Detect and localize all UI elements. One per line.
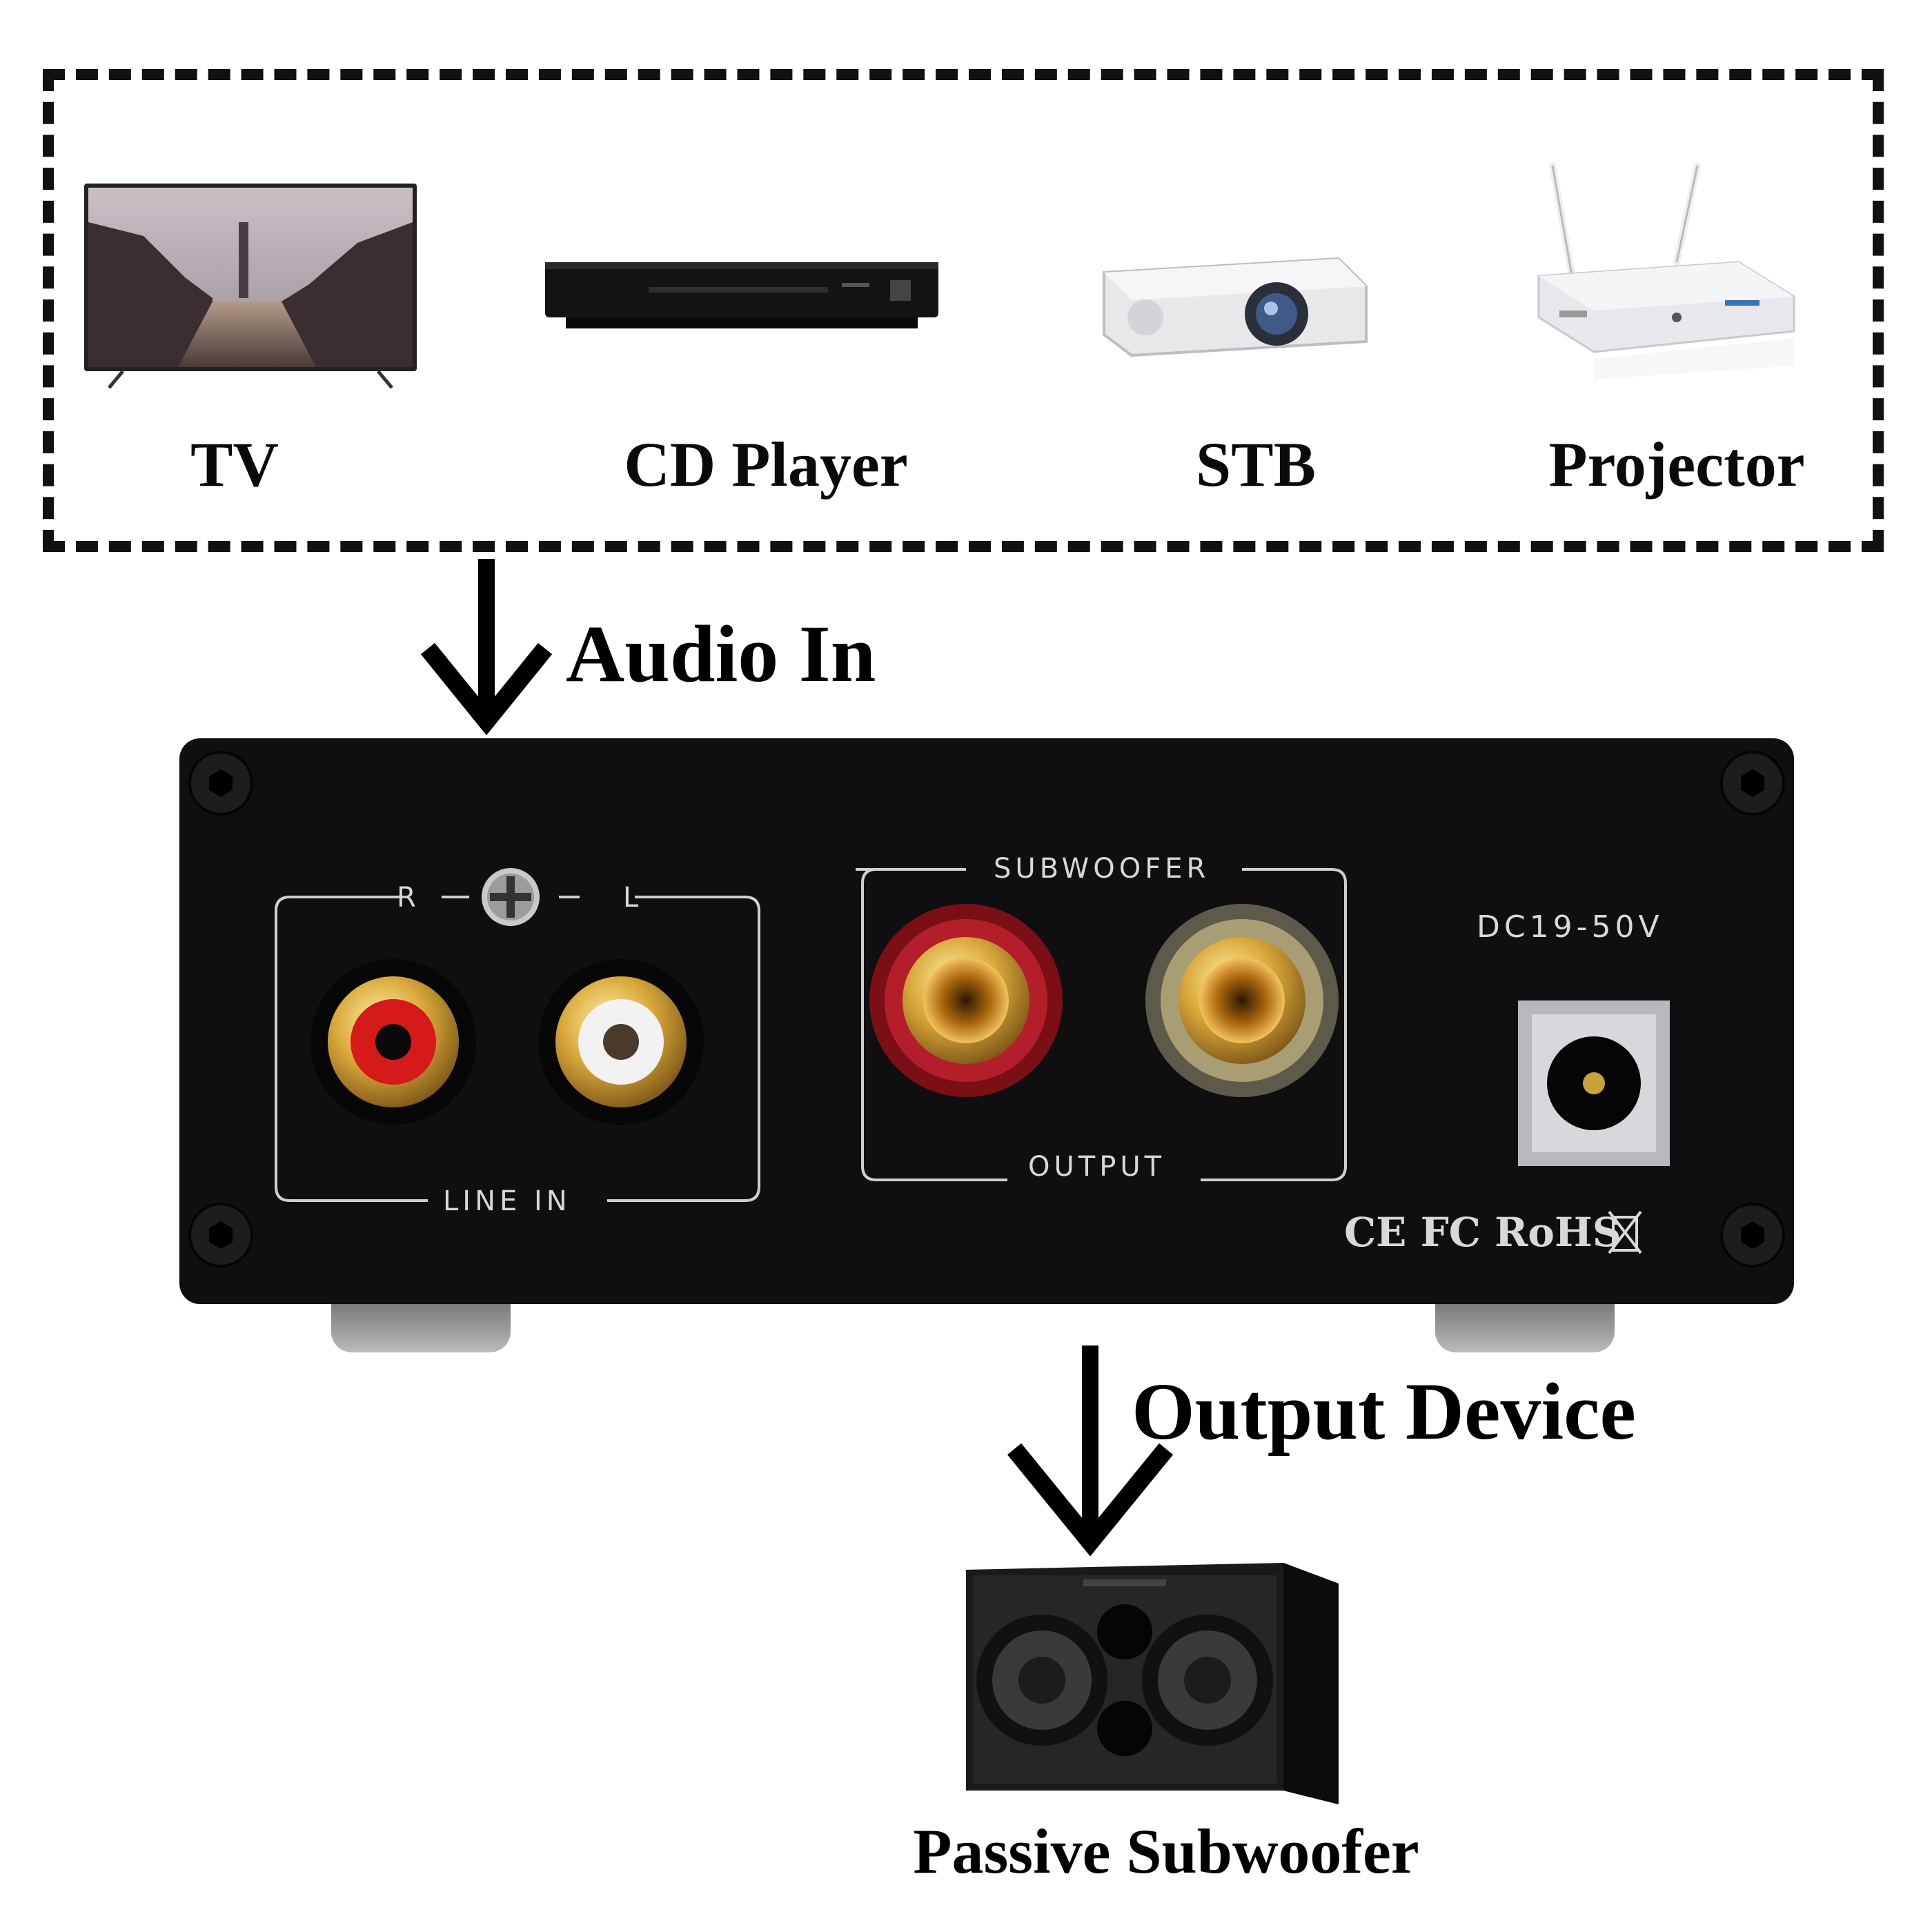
stb-label: STB [1196,429,1316,500]
certification-marks: CE FC RoHS [1344,1209,1621,1256]
tv-icon [84,184,417,389]
subwoofer-panel-label: SUBWOOFER [994,853,1210,885]
weee-bin-icon [1608,1210,1642,1254]
amplifier-rear-panel [179,738,1794,1352]
cd-player-label: CD Player [624,429,908,500]
left-channel-label: L [623,882,643,914]
output-arrow [1007,1346,1174,1557]
cd-player-icon [545,262,938,328]
tv-label: TV [190,429,279,500]
output-panel-label: OUTPUT [1028,1151,1166,1183]
passive-subwoofer-icon [966,1563,1339,1804]
set-top-box-icon [1537,162,1795,379]
audio-in-label: Audio In [566,609,876,699]
right-channel-label: R [397,882,420,914]
output-device-label: Output Device [1132,1366,1636,1457]
projector-icon [1103,257,1368,357]
audio-in-arrow [420,559,553,736]
source-devices-frame [43,69,1884,552]
power-rating-label: DC19-50V [1477,909,1664,945]
passive-subwoofer-label: Passive Subwoofer [913,1816,1419,1886]
projector-label: Projector [1548,429,1805,500]
line-in-label: LINE IN [443,1185,571,1217]
